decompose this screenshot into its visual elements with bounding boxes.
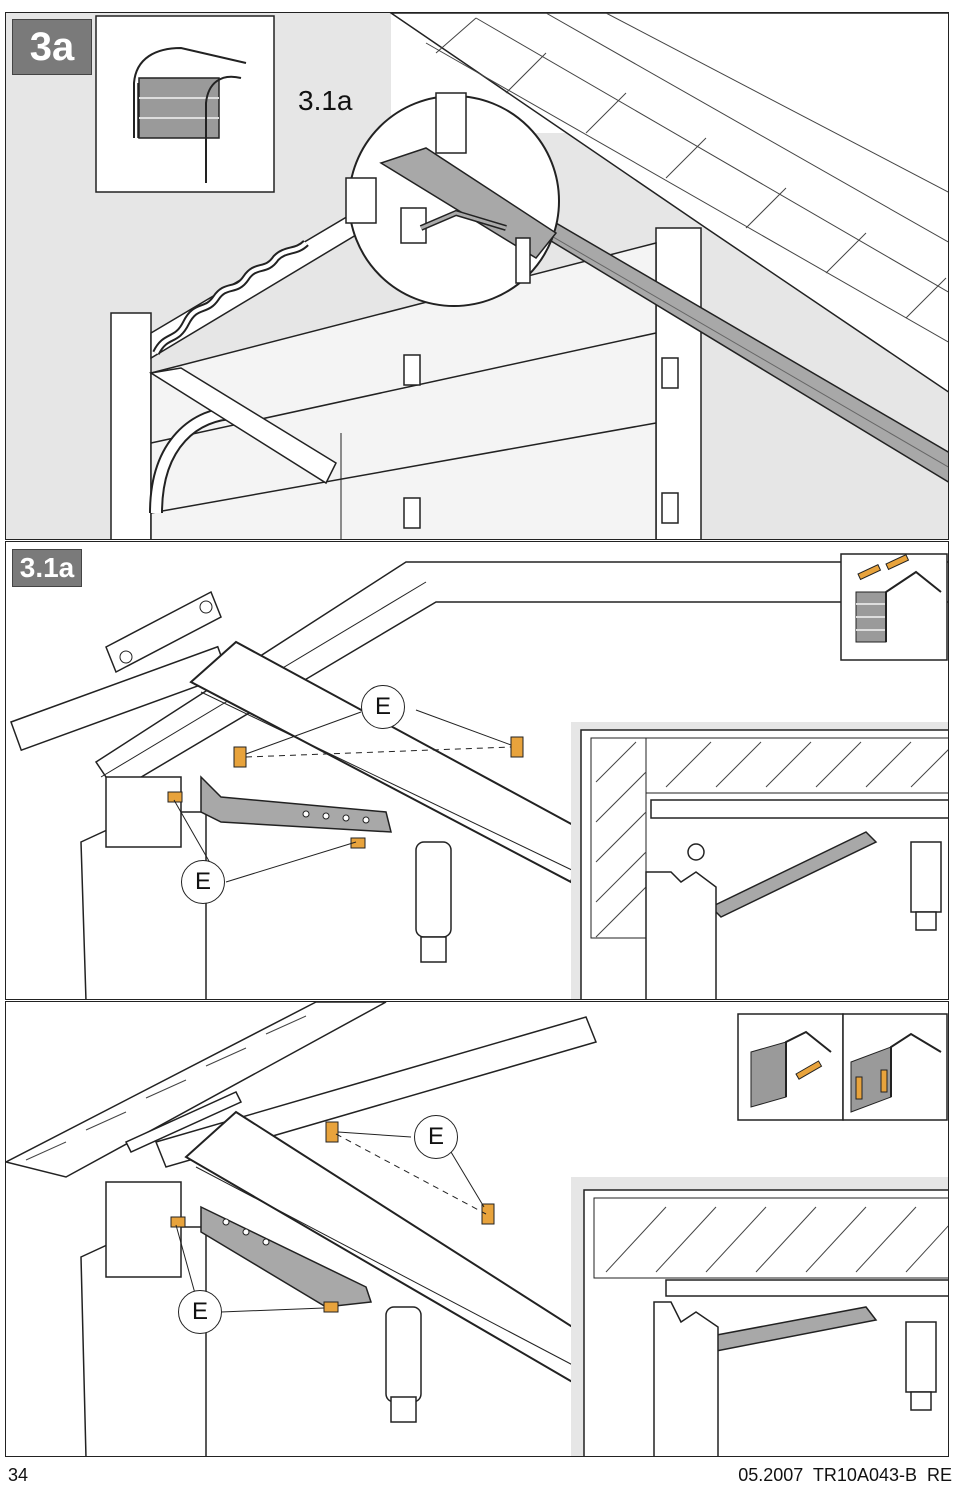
section-rail [665,1279,948,1297]
panel-step-3-1a: 3.1a E E [5,541,949,1000]
section-carriage [910,841,942,913]
callout-e: E [178,1290,222,1334]
hinge [403,497,421,529]
magnified-bracket [345,92,558,284]
door-with-screws-icon [855,554,942,643]
panel-step-3-alternative: E E [5,1001,949,1457]
hinge [661,357,679,389]
document-reference: 05.2007 TR10A043-B RE [738,1465,952,1485]
door-with-screws-icon-a [750,1030,832,1108]
step-badge-3a: 3a [12,19,92,75]
door-bracket [105,1181,182,1278]
brick-pattern [425,13,948,343]
carriage [385,1306,422,1403]
door-thumbnail-icon [133,46,247,183]
section-arm [709,831,878,918]
screws [170,1121,495,1313]
wall-hatch [590,737,948,939]
page-number: 34 [8,1465,29,1485]
detail-label: 3.1a [298,85,353,116]
section-door [645,871,717,999]
left-door-frame [110,312,152,539]
wall-hatch [593,1197,948,1279]
ceiling-bracket [124,1091,243,1153]
door-with-screws-icon-b [850,1032,942,1113]
section-rail [650,799,948,819]
wall-bracket [105,590,222,674]
callout-lines [175,1131,485,1313]
door-bracket [105,776,182,848]
brick-ceiling [6,1002,387,1178]
hinge [403,354,421,386]
panel-step-3a: 3a 3.1a [5,12,949,540]
callout-e: E [181,860,225,904]
torsion-spring [152,239,309,356]
brick-wall [389,13,948,393]
installation-illustration-1 [6,542,948,999]
callout-e: E [361,685,405,729]
installation-illustration-2 [6,1002,948,1456]
step-badge-3-1a: 3.1a [12,549,82,587]
overview-illustration [95,13,948,539]
section-carriage [905,1321,937,1393]
section-door [653,1301,719,1456]
door-arm [148,367,337,485]
door-track [154,1016,598,1168]
carriage [415,841,452,938]
screws [167,736,524,849]
callout-e: E [414,1115,458,1159]
hinge [661,492,679,524]
